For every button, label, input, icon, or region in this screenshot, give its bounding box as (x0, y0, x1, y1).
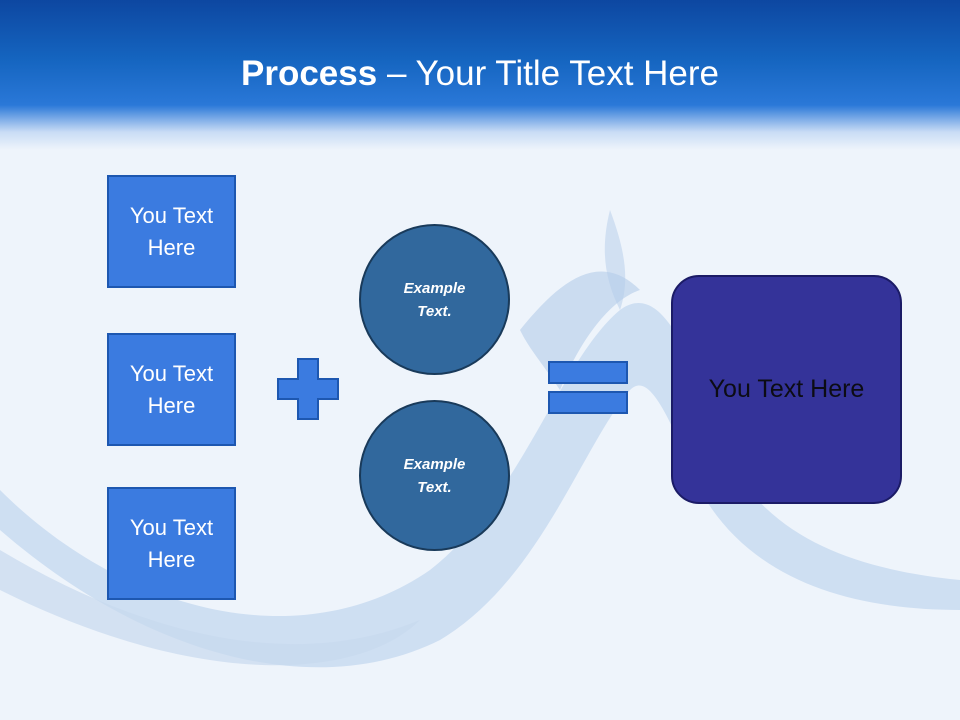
input-box-2: You Text Here (107, 333, 236, 446)
input-box-label: You Text Here (129, 514, 214, 572)
title-rest-text: – Your Title Text Here (377, 54, 719, 93)
water-splash-image (0, 210, 960, 668)
example-circle-1: Example Text. (359, 224, 510, 375)
plus-icon (277, 358, 339, 420)
example-circle-label: Example Text. (403, 279, 466, 320)
input-box-1: You Text Here (107, 175, 236, 288)
result-box: You Text Here (671, 275, 902, 504)
example-circle-2: Example Text. (359, 400, 510, 551)
title-bold-text: Process (241, 54, 378, 93)
input-box-3: You Text Here (107, 487, 236, 600)
input-box-label: You Text Here (129, 360, 214, 418)
result-label: You Text Here (708, 375, 865, 403)
title-bar (0, 0, 960, 150)
slide-title: Process – Your Title Text Here (0, 52, 960, 96)
input-box-label: You Text Here (129, 202, 214, 260)
equals-icon (548, 361, 628, 414)
example-circle-label: Example Text. (403, 455, 466, 496)
